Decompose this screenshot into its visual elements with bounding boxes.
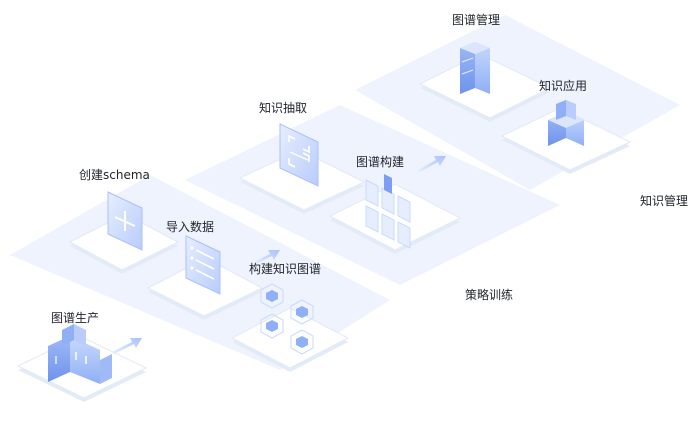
step-label-create-schema: 创建schema	[79, 168, 150, 182]
step-label-extract: 知识抽取	[259, 101, 308, 115]
arrow-icon	[112, 338, 142, 354]
plus-panel-icon	[107, 191, 143, 251]
panel-grid-icon	[365, 174, 411, 249]
layer-label-training: 策略训练	[465, 288, 514, 302]
building-blocks-icon	[548, 100, 584, 146]
server-rack-icon	[460, 42, 490, 94]
step-label-build-graph: 构建知识图谱	[249, 262, 322, 276]
cubes-icon	[260, 283, 314, 355]
step-label-import-data: 导入数据	[166, 220, 215, 234]
layer-label-production: 图谱生产	[51, 311, 100, 325]
step-label-manage: 图谱管理	[452, 13, 501, 27]
arrow-icon	[254, 250, 280, 264]
checklist-icon	[185, 235, 221, 295]
factory-icon	[48, 324, 112, 384]
arrow-icon	[418, 156, 446, 172]
platform-apply	[500, 107, 632, 174]
scan-frame-icon	[279, 123, 319, 187]
layer-label-management: 知识管理	[640, 194, 689, 208]
step-label-construct: 图谱构建	[356, 155, 405, 169]
step-label-apply: 知识应用	[539, 79, 588, 93]
